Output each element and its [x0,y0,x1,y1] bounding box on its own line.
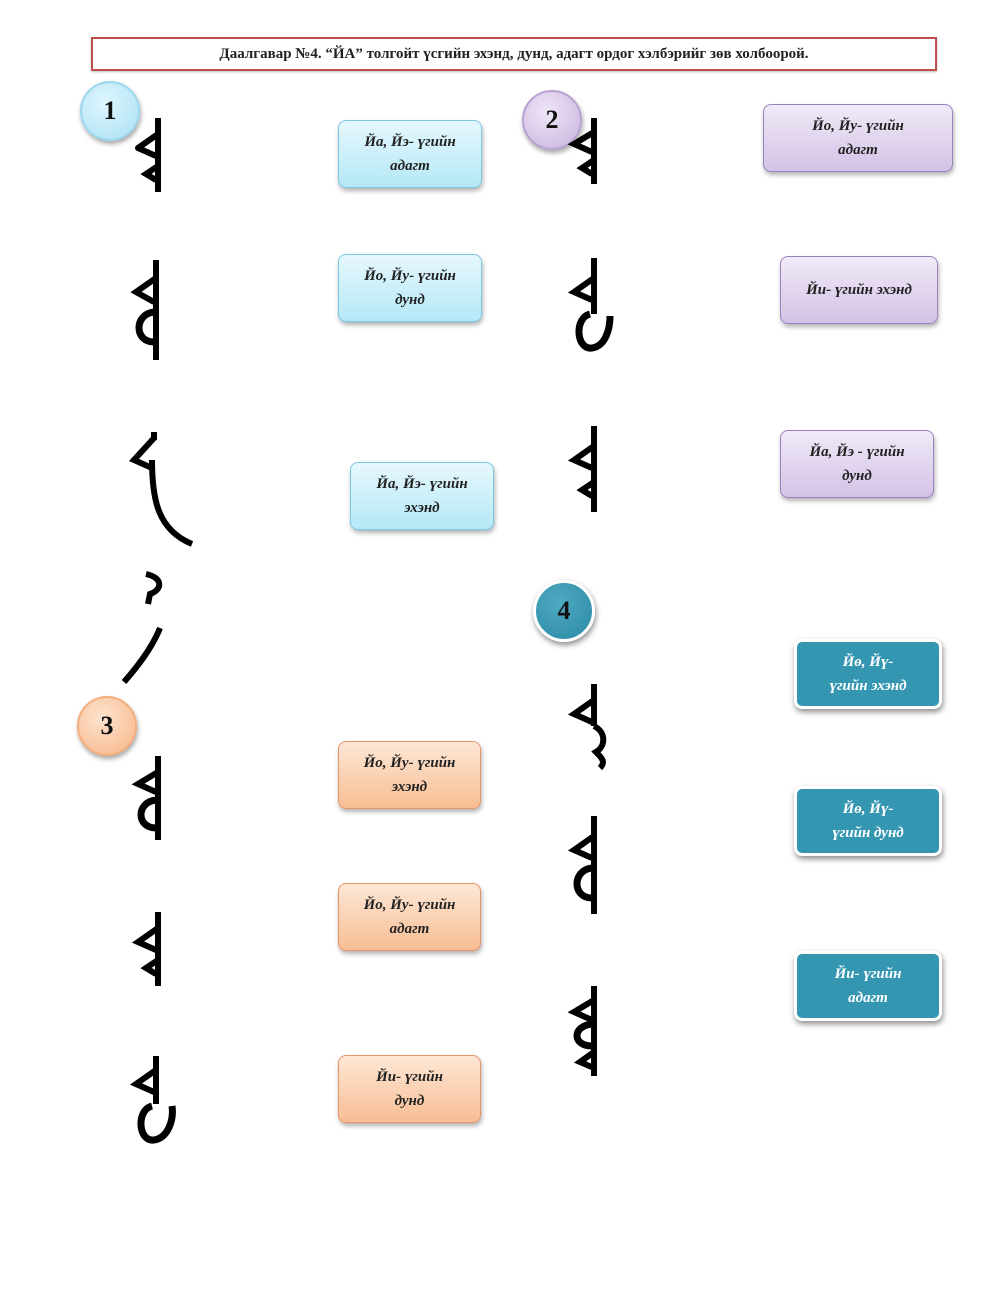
group-3-number: 3 [77,696,137,756]
mongol-script-letter-glyph-icon[interactable] [130,116,170,194]
group-2-number: 2 [522,90,582,150]
mongol-script-letter-glyph-icon[interactable] [566,682,612,772]
group-3-card-2[interactable]: Йо, Йу- үгийн адагт [338,883,481,951]
group-1-card-3[interactable]: Йа, Йэ- үгийн эхэнд [350,462,494,530]
group-3-card-1[interactable]: Йо, Йу- үгийн эхэнд [338,741,481,809]
mongol-script-letter-glyph-icon[interactable] [566,256,618,354]
group-4-card-3[interactable]: Йи- үгийн адагт [794,951,942,1021]
group-1-card-2[interactable]: Йо, Йу- үгийн дунд [338,254,482,322]
task-title: Даалгавар №4. “ЙА” толгойт үсгийн эхэнд,… [91,37,937,71]
group-4-card-2[interactable]: Йө, Йү- үгийн дунд [794,786,942,856]
mongol-script-letter-glyph-icon[interactable] [130,754,170,842]
group-1-card-1[interactable]: Йа, Йэ- үгийн адагт [338,120,482,188]
mongol-script-letter-glyph-icon[interactable] [128,430,200,550]
mongol-script-letter-glyph-icon[interactable] [128,1054,184,1146]
mongol-script-letter-glyph-icon[interactable] [566,814,606,916]
group-4-card-1[interactable]: Йө, Йү- үгийн эхэнд [794,639,942,709]
group-2-card-3[interactable]: Йа, Йэ - үгийн дунд [780,430,934,498]
group-2-card-2[interactable]: Йи- үгийн эхэнд [780,256,938,324]
mongol-script-letter-glyph-icon[interactable] [130,910,170,988]
group-4-number: 4 [533,580,595,642]
group-1-number: 1 [80,81,140,141]
mongol-script-letter-glyph-icon[interactable] [566,984,610,1078]
mongol-script-letter-glyph-icon[interactable] [566,116,606,186]
group-3-card-3[interactable]: Йи- үгийн дунд [338,1055,481,1123]
mongol-script-letter-glyph-icon[interactable] [128,258,168,362]
mongol-script-letter-glyph-icon[interactable] [566,424,606,514]
group-2-card-1[interactable]: Йо, Йу- үгийн адагт [763,104,953,172]
mongol-script-letter-glyph-icon[interactable] [118,568,178,686]
